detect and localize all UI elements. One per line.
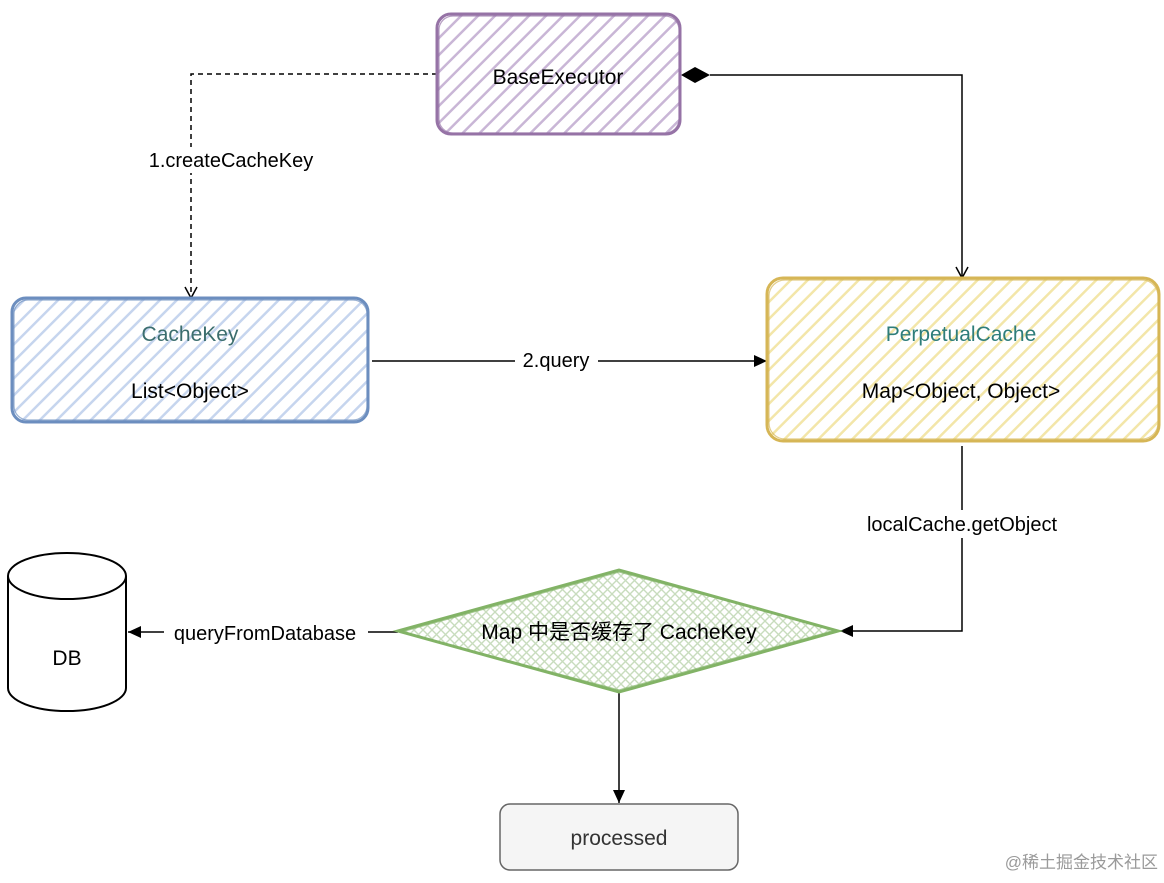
- edge-get-object: [840, 446, 963, 637]
- node-db[interactable]: DB: [7, 552, 127, 712]
- node-processed-label: processed: [571, 827, 668, 850]
- node-cache-key-title: CacheKey: [142, 323, 239, 346]
- node-base-executor[interactable]: BaseExecutor: [435, 12, 682, 136]
- composition-diamond-icon: [681, 67, 710, 83]
- node-db-label: DB: [52, 647, 81, 670]
- node-perpetual-cache-subtitle: Map<Object, Object>: [862, 380, 1060, 403]
- edge-label-get-object: localCache.getObject: [867, 514, 1058, 536]
- watermark: @稀土掘金技术社区: [1005, 853, 1158, 872]
- edge-label-query-from-database: queryFromDatabase: [174, 623, 356, 645]
- edge-label-bg: [164, 620, 368, 646]
- edge-composition: [710, 74, 969, 280]
- node-perpetual-cache-title: PerpetualCache: [886, 323, 1037, 346]
- edge-label-bg: [135, 147, 327, 173]
- node-processed[interactable]: processed: [499, 803, 739, 871]
- node-decision[interactable]: Map 中是否缓存了 CacheKey: [392, 568, 844, 694]
- node-perpetual-cache[interactable]: PerpetualCache Map<Object, Object>: [765, 276, 1161, 443]
- node-base-executor-label: BaseExecutor: [493, 66, 624, 89]
- node-cache-key[interactable]: CacheKey List<Object>: [10, 296, 370, 424]
- edge-label-bg: [853, 510, 1071, 538]
- edge-label-create-cache-key: 1.createCacheKey: [149, 150, 314, 172]
- edge-label-bg: [515, 348, 598, 374]
- node-cache-key-subtitle: List<Object>: [131, 380, 249, 403]
- edge-create-cache-key: [184, 73, 437, 300]
- node-decision-label: Map 中是否缓存了 CacheKey: [481, 621, 757, 644]
- edge-label-query: 2.query: [523, 350, 590, 372]
